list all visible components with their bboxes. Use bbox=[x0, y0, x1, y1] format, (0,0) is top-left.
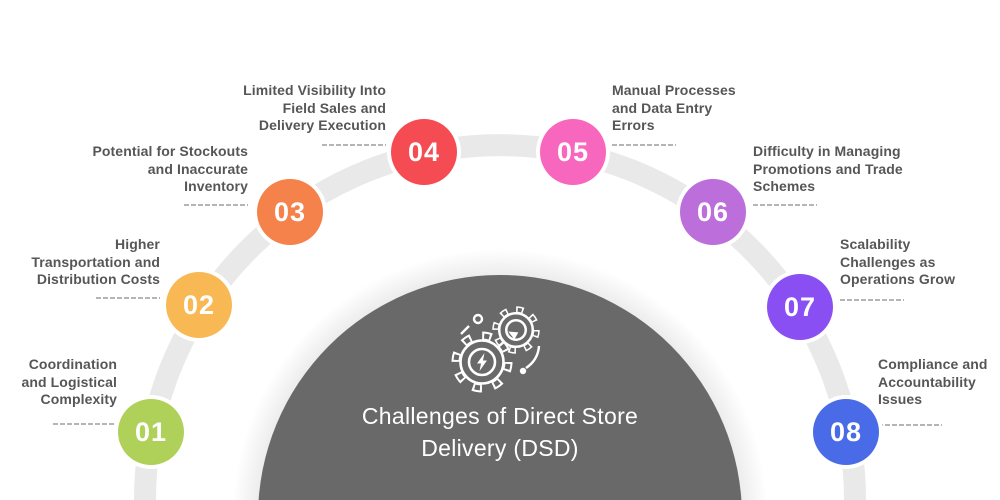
dashed-connector bbox=[53, 423, 117, 425]
challenge-label: Manual Processes and Data Entry Errors bbox=[612, 82, 736, 133]
challenge-number: 06 bbox=[696, 196, 730, 227]
dashed-connector bbox=[612, 144, 676, 146]
challenge-number-circle: 04 bbox=[391, 119, 457, 185]
dashed-connector bbox=[878, 424, 942, 426]
challenge-number-circle: 07 bbox=[767, 274, 833, 340]
dashed-connector bbox=[753, 204, 817, 206]
challenge-label: Potential for Stockouts and Inaccurate I… bbox=[92, 143, 248, 194]
center-semicircle bbox=[258, 275, 742, 500]
challenge-label: Scalability Challenges as Operations Gro… bbox=[840, 236, 956, 287]
challenge-number-circle: 06 bbox=[680, 179, 746, 245]
dashed-connector bbox=[96, 297, 160, 299]
challenge-number: 04 bbox=[407, 136, 441, 167]
challenge-number-circle: 08 bbox=[813, 399, 879, 465]
challenge-number: 03 bbox=[273, 196, 307, 227]
challenge-number-circle: 01 bbox=[118, 399, 184, 465]
dashed-connector bbox=[184, 204, 248, 206]
challenge-label: Limited Visibility Into Field Sales and … bbox=[243, 82, 386, 133]
challenge-label: Compliance and Accountability Issues bbox=[878, 356, 988, 407]
challenge-number-circle: 02 bbox=[166, 272, 232, 338]
dashed-connector bbox=[840, 299, 904, 301]
challenge-label: Higher Transportation and Distribution C… bbox=[31, 236, 160, 287]
challenge-number: 05 bbox=[556, 136, 590, 167]
challenge-number-circle: 05 bbox=[540, 119, 606, 185]
challenge-label: Difficulty in Managing Promotions and Tr… bbox=[753, 143, 903, 194]
center-title: Challenges of Direct Store Delivery (DSD… bbox=[361, 403, 639, 461]
challenge-number: 08 bbox=[829, 416, 863, 447]
challenge-number: 02 bbox=[182, 289, 216, 320]
dashed-connector bbox=[322, 144, 386, 146]
challenge-number-circle: 03 bbox=[257, 179, 323, 245]
challenge-number: 07 bbox=[783, 291, 817, 322]
challenge-number: 01 bbox=[134, 416, 168, 447]
challenge-label: Coordination and Logistical Complexity bbox=[21, 356, 117, 407]
